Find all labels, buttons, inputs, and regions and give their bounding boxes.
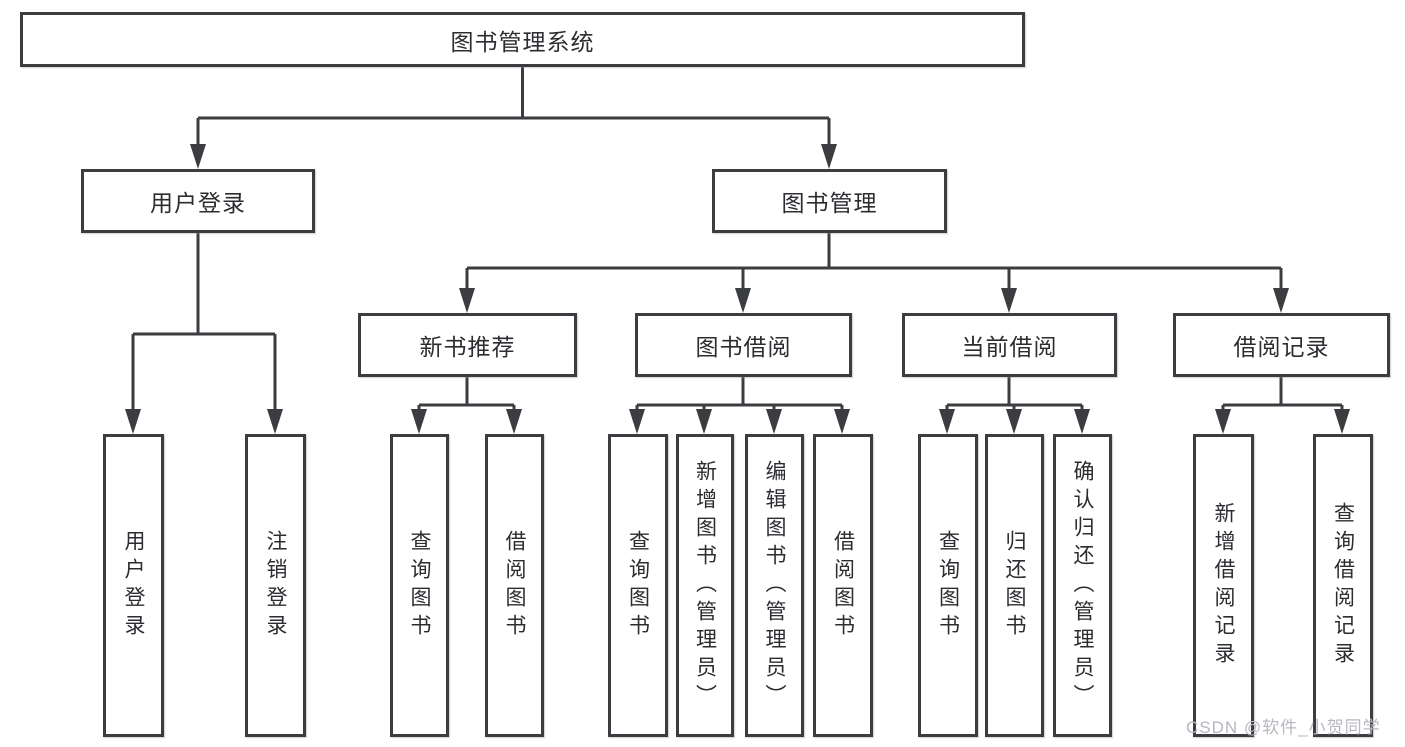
leaf-user-login: 用户登录 — [103, 434, 164, 737]
leaf-borrow-books-recommend: 借阅图书 — [485, 434, 544, 737]
leaf-borrow-books-recommend-label: 借阅图书 — [503, 529, 526, 642]
node-user-login-label: 用户登录 — [150, 190, 246, 216]
node-borrow-records-label: 借阅记录 — [1233, 334, 1330, 360]
leaf-query-books-recommend: 查询图书 — [390, 434, 449, 737]
node-current-borrow-label: 当前借阅 — [961, 334, 1058, 360]
leaf-return-books: 归还图书 — [985, 434, 1044, 737]
watermark: CSDN @软件_小贺同学 — [1186, 718, 1381, 737]
node-new-book-recommend-label: 新书推荐 — [419, 334, 516, 360]
leaf-edit-books-admin: 编辑图书（管理员） — [745, 434, 804, 737]
leaf-add-borrow-record: 新增借阅记录 — [1193, 434, 1254, 737]
leaf-query-books-borrow: 查询图书 — [608, 434, 668, 737]
node-book-management: 图书管理 — [712, 169, 947, 233]
leaf-query-books-borrow-label: 查询图书 — [626, 529, 650, 642]
node-root: 图书管理系统 — [20, 12, 1025, 67]
node-borrow-records: 借阅记录 — [1173, 313, 1390, 377]
leaf-logout: 注销登录 — [245, 434, 306, 737]
leaf-borrow-books-label: 借阅图书 — [831, 529, 855, 642]
leaf-query-books-current: 查询图书 — [918, 434, 978, 737]
node-current-borrow: 当前借阅 — [902, 313, 1117, 377]
node-root-label: 图书管理系统 — [450, 28, 595, 55]
leaf-user-login-label: 用户登录 — [122, 529, 145, 642]
node-user-login: 用户登录 — [81, 169, 315, 233]
leaf-confirm-return-admin: 确认归还（管理员） — [1053, 434, 1112, 737]
leaf-add-books-admin: 新增图书（管理员） — [676, 434, 734, 737]
leaf-confirm-return-admin-label: 确认归还（管理员） — [1071, 459, 1094, 712]
leaf-return-books-label: 归还图书 — [1003, 529, 1026, 642]
leaf-query-borrow-record: 查询借阅记录 — [1313, 434, 1373, 737]
node-book-borrow: 图书借阅 — [635, 313, 852, 377]
node-book-borrow-label: 图书借阅 — [695, 334, 792, 360]
leaf-query-borrow-record-label: 查询借阅记录 — [1331, 501, 1355, 670]
node-book-management-label: 图书管理 — [781, 190, 878, 216]
node-new-book-recommend: 新书推荐 — [358, 313, 577, 377]
leaf-borrow-books: 借阅图书 — [813, 434, 873, 737]
leaf-query-books-current-label: 查询图书 — [936, 529, 960, 642]
leaf-add-borrow-record-label: 新增借阅记录 — [1212, 501, 1235, 670]
leaf-logout-label: 注销登录 — [264, 529, 287, 642]
leaf-add-books-admin-label: 新增图书（管理员） — [693, 459, 717, 712]
arrowhead-icons — [125, 144, 1350, 434]
leaf-query-books-recommend-label: 查询图书 — [408, 529, 431, 642]
leaf-edit-books-admin-label: 编辑图书（管理员） — [763, 459, 786, 712]
